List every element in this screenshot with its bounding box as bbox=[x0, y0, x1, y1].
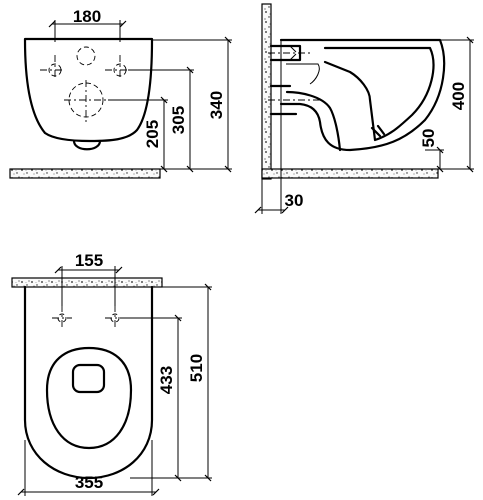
top-seat-ring bbox=[45, 346, 133, 450]
dim-front-outlet-height: 205 bbox=[143, 120, 162, 148]
top-body-outline bbox=[23, 285, 154, 480]
top-wall-slab bbox=[11, 277, 163, 288]
dim-side-wall-gap: 30 bbox=[285, 191, 304, 210]
side-floor-slab bbox=[261, 168, 439, 179]
top-water-outlet bbox=[71, 363, 106, 394]
dim-top-bowl-length: 433 bbox=[157, 366, 176, 394]
dim-side-height: 400 bbox=[449, 82, 468, 110]
dim-side-outlet: 50 bbox=[419, 129, 438, 148]
front-inlet-hole bbox=[76, 46, 96, 66]
side-bowl-inner bbox=[323, 46, 435, 142]
front-body-outline bbox=[23, 37, 154, 143]
top-view: 155 433 510 355 bbox=[11, 251, 212, 496]
dim-front-inlet-height: 305 bbox=[169, 106, 188, 134]
dim-front-hole-spacing: 180 bbox=[73, 7, 101, 26]
front-outlet-lip bbox=[72, 139, 102, 151]
dim-top-hole-spacing: 155 bbox=[75, 251, 103, 270]
dim-top-length: 510 bbox=[187, 354, 206, 382]
front-floor-slab bbox=[9, 168, 161, 179]
side-view: 400 50 30 bbox=[254, 3, 474, 214]
dim-front-total-height: 340 bbox=[207, 91, 226, 119]
side-bowl-outline bbox=[279, 38, 446, 152]
side-trap bbox=[285, 90, 342, 152]
front-view: 180 205 305 340 bbox=[9, 7, 232, 179]
dim-top-width: 355 bbox=[75, 473, 103, 492]
side-wall bbox=[261, 3, 272, 180]
